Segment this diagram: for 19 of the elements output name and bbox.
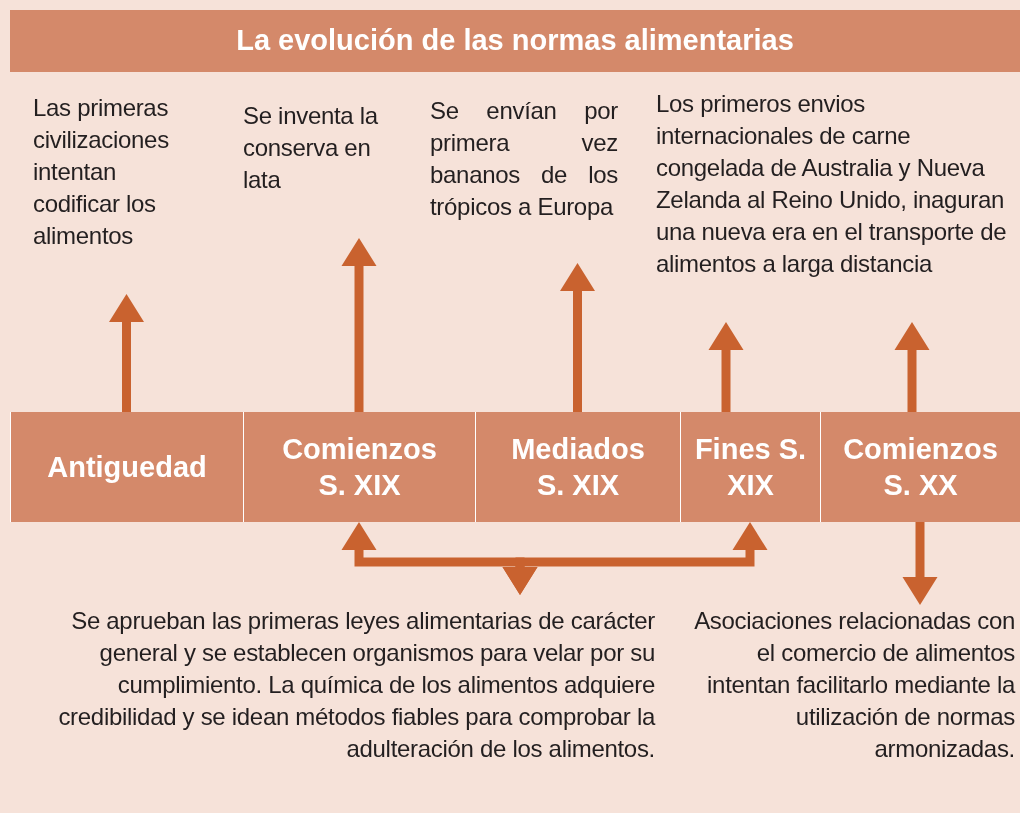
event-text: Se inventa la conserva en lata xyxy=(243,100,393,198)
event-text: Se aprueban las primeras leyes alimentarias de carácter general y se establecen organismos para velar por su cumplimiento. La química de los alimentos adquiere credibilidad y se idean métodos fiables para comprobar la adulteración de los alimentos. xyxy=(25,605,655,810)
event-text: Las primeras civilizaciones intentan codificar los alimentos xyxy=(33,92,198,254)
period-segment: Mediados S. XIX xyxy=(475,412,680,522)
arrow xyxy=(708,322,744,412)
event-text: Asociaciones relacionadas con el comercio de alimentos intentan facilitarlo mediante la utilización de normas armonizadas. xyxy=(672,605,1015,810)
arrow xyxy=(902,522,938,605)
arrow xyxy=(560,263,595,412)
event-text: Los primeros envios internacionales de carne congelada de Australia y Nueva Zelanda al Reino Unido, inaguran una nueva era en el transporte de alimentos a larga distancia xyxy=(656,88,1008,322)
period-segment: Antiguedad xyxy=(10,412,243,522)
period-segment: Comienzos S. XX xyxy=(820,412,1020,522)
event-text: Se envían por primera vez bananos de los trópicos a Europa xyxy=(430,95,618,223)
arrow xyxy=(341,238,377,412)
period-segment: Comienzos S. XIX xyxy=(243,412,475,522)
arrow xyxy=(894,322,930,412)
period-segment: Fines S. XIX xyxy=(680,412,820,522)
title-banner: La evolución de las normas alimentarias xyxy=(10,10,1020,72)
arrow xyxy=(502,522,768,595)
arrow xyxy=(109,294,144,412)
